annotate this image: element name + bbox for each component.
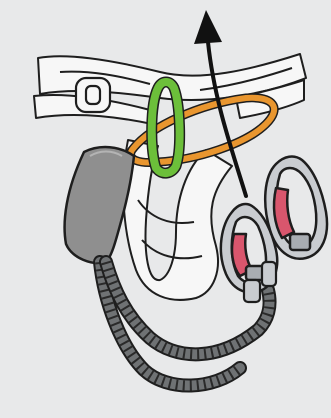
buckle xyxy=(76,78,110,112)
